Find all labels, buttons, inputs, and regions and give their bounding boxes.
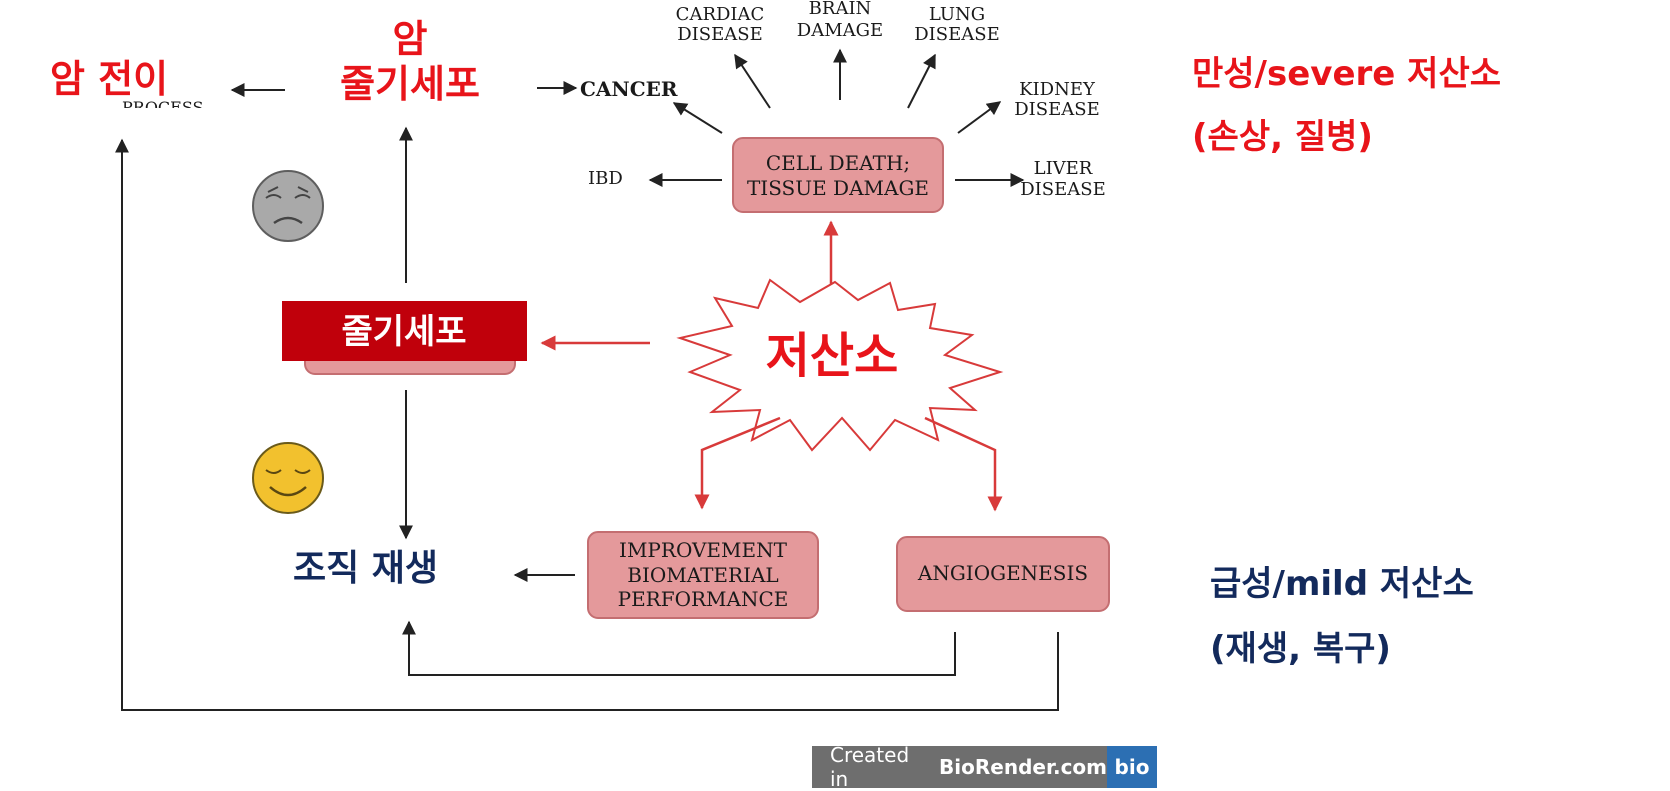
ibd-node: IBD [588, 168, 623, 189]
biorender-badge-text: Created in BioRender.com [812, 743, 1107, 791]
cancer-stem-cell-label-line2: 줄기세포 [340, 62, 480, 106]
biorender-badge[interactable]: Created in BioRender.com bio [812, 743, 1157, 791]
arrow-to-kidney [957, 101, 1002, 134]
biorender-logo-icon: bio [1107, 746, 1157, 788]
angiogenesis-box [896, 536, 1110, 612]
angiogenesis-label: ANGIOGENESIS [917, 561, 1088, 585]
stem-cell-label: 줄기세포 [341, 312, 466, 352]
cardiac-disease-line1: CARDIAC [676, 4, 765, 25]
hypoxia-burst [676, 278, 1004, 452]
liver-disease-line1: LIVER [1034, 158, 1093, 179]
acute-hypoxia-sub: (재생, 복구) [1210, 629, 1391, 669]
hypoxia-label: 저산소 [766, 328, 898, 384]
sad-face-icon [252, 170, 324, 242]
brain-damage-line1: BRAIN [809, 0, 872, 19]
lung-disease-line1: LUNG [929, 4, 985, 25]
angio-to-metastasis-line [115, 138, 1059, 711]
biomaterial-line2: BIOMATERIAL [627, 563, 778, 587]
biomaterial-line1: IMPROVEMENT [619, 538, 788, 562]
hypoxia-to-angio-arrow [924, 416, 1003, 512]
cancer-stem-cell-label-line1: 암 [393, 17, 428, 61]
biomaterial-line3: PERFORMANCE [618, 587, 789, 611]
cell-death-line1: CELL DEATH; [766, 151, 910, 175]
cancer-metastasis-label: 암 전이 [50, 57, 168, 101]
brain-damage-line2: DAMAGE [797, 20, 883, 41]
happy-face-icon [252, 442, 324, 514]
kidney-disease-line2: DISEASE [1014, 99, 1099, 120]
arrow-to-cardiac [734, 53, 771, 109]
angio-to-regen-line [402, 620, 956, 676]
hypoxia-to-biomat-arrow [694, 416, 781, 510]
cardiac-disease-line2: DISEASE [677, 24, 762, 45]
biomaterial-box [587, 531, 819, 619]
arrow-to-lung [907, 53, 936, 109]
liver-disease-line2: DISEASE [1020, 179, 1105, 200]
lung-disease-line2: DISEASE [914, 24, 999, 45]
cell-death-box [732, 137, 944, 213]
kidney-disease-line1: KIDNEY [1019, 79, 1096, 100]
acute-hypoxia-label: 급성/mild 저산소 [1210, 564, 1474, 604]
tissue-regeneration-label: 조직 재생 [293, 548, 438, 589]
badge-brand: BioRender.com [939, 755, 1107, 779]
badge-prefix: Created in [830, 743, 910, 791]
chronic-hypoxia-label: 만성/severe 저산소 [1192, 54, 1501, 94]
cancer-node: CANCER [580, 77, 678, 101]
stem-cell-banner [282, 301, 527, 361]
chronic-hypoxia-sub: (손상, 질병) [1192, 117, 1373, 157]
cell-death-line2: TISSUE DAMAGE [747, 176, 929, 200]
arrow-to-cancer-from-death [672, 102, 723, 134]
